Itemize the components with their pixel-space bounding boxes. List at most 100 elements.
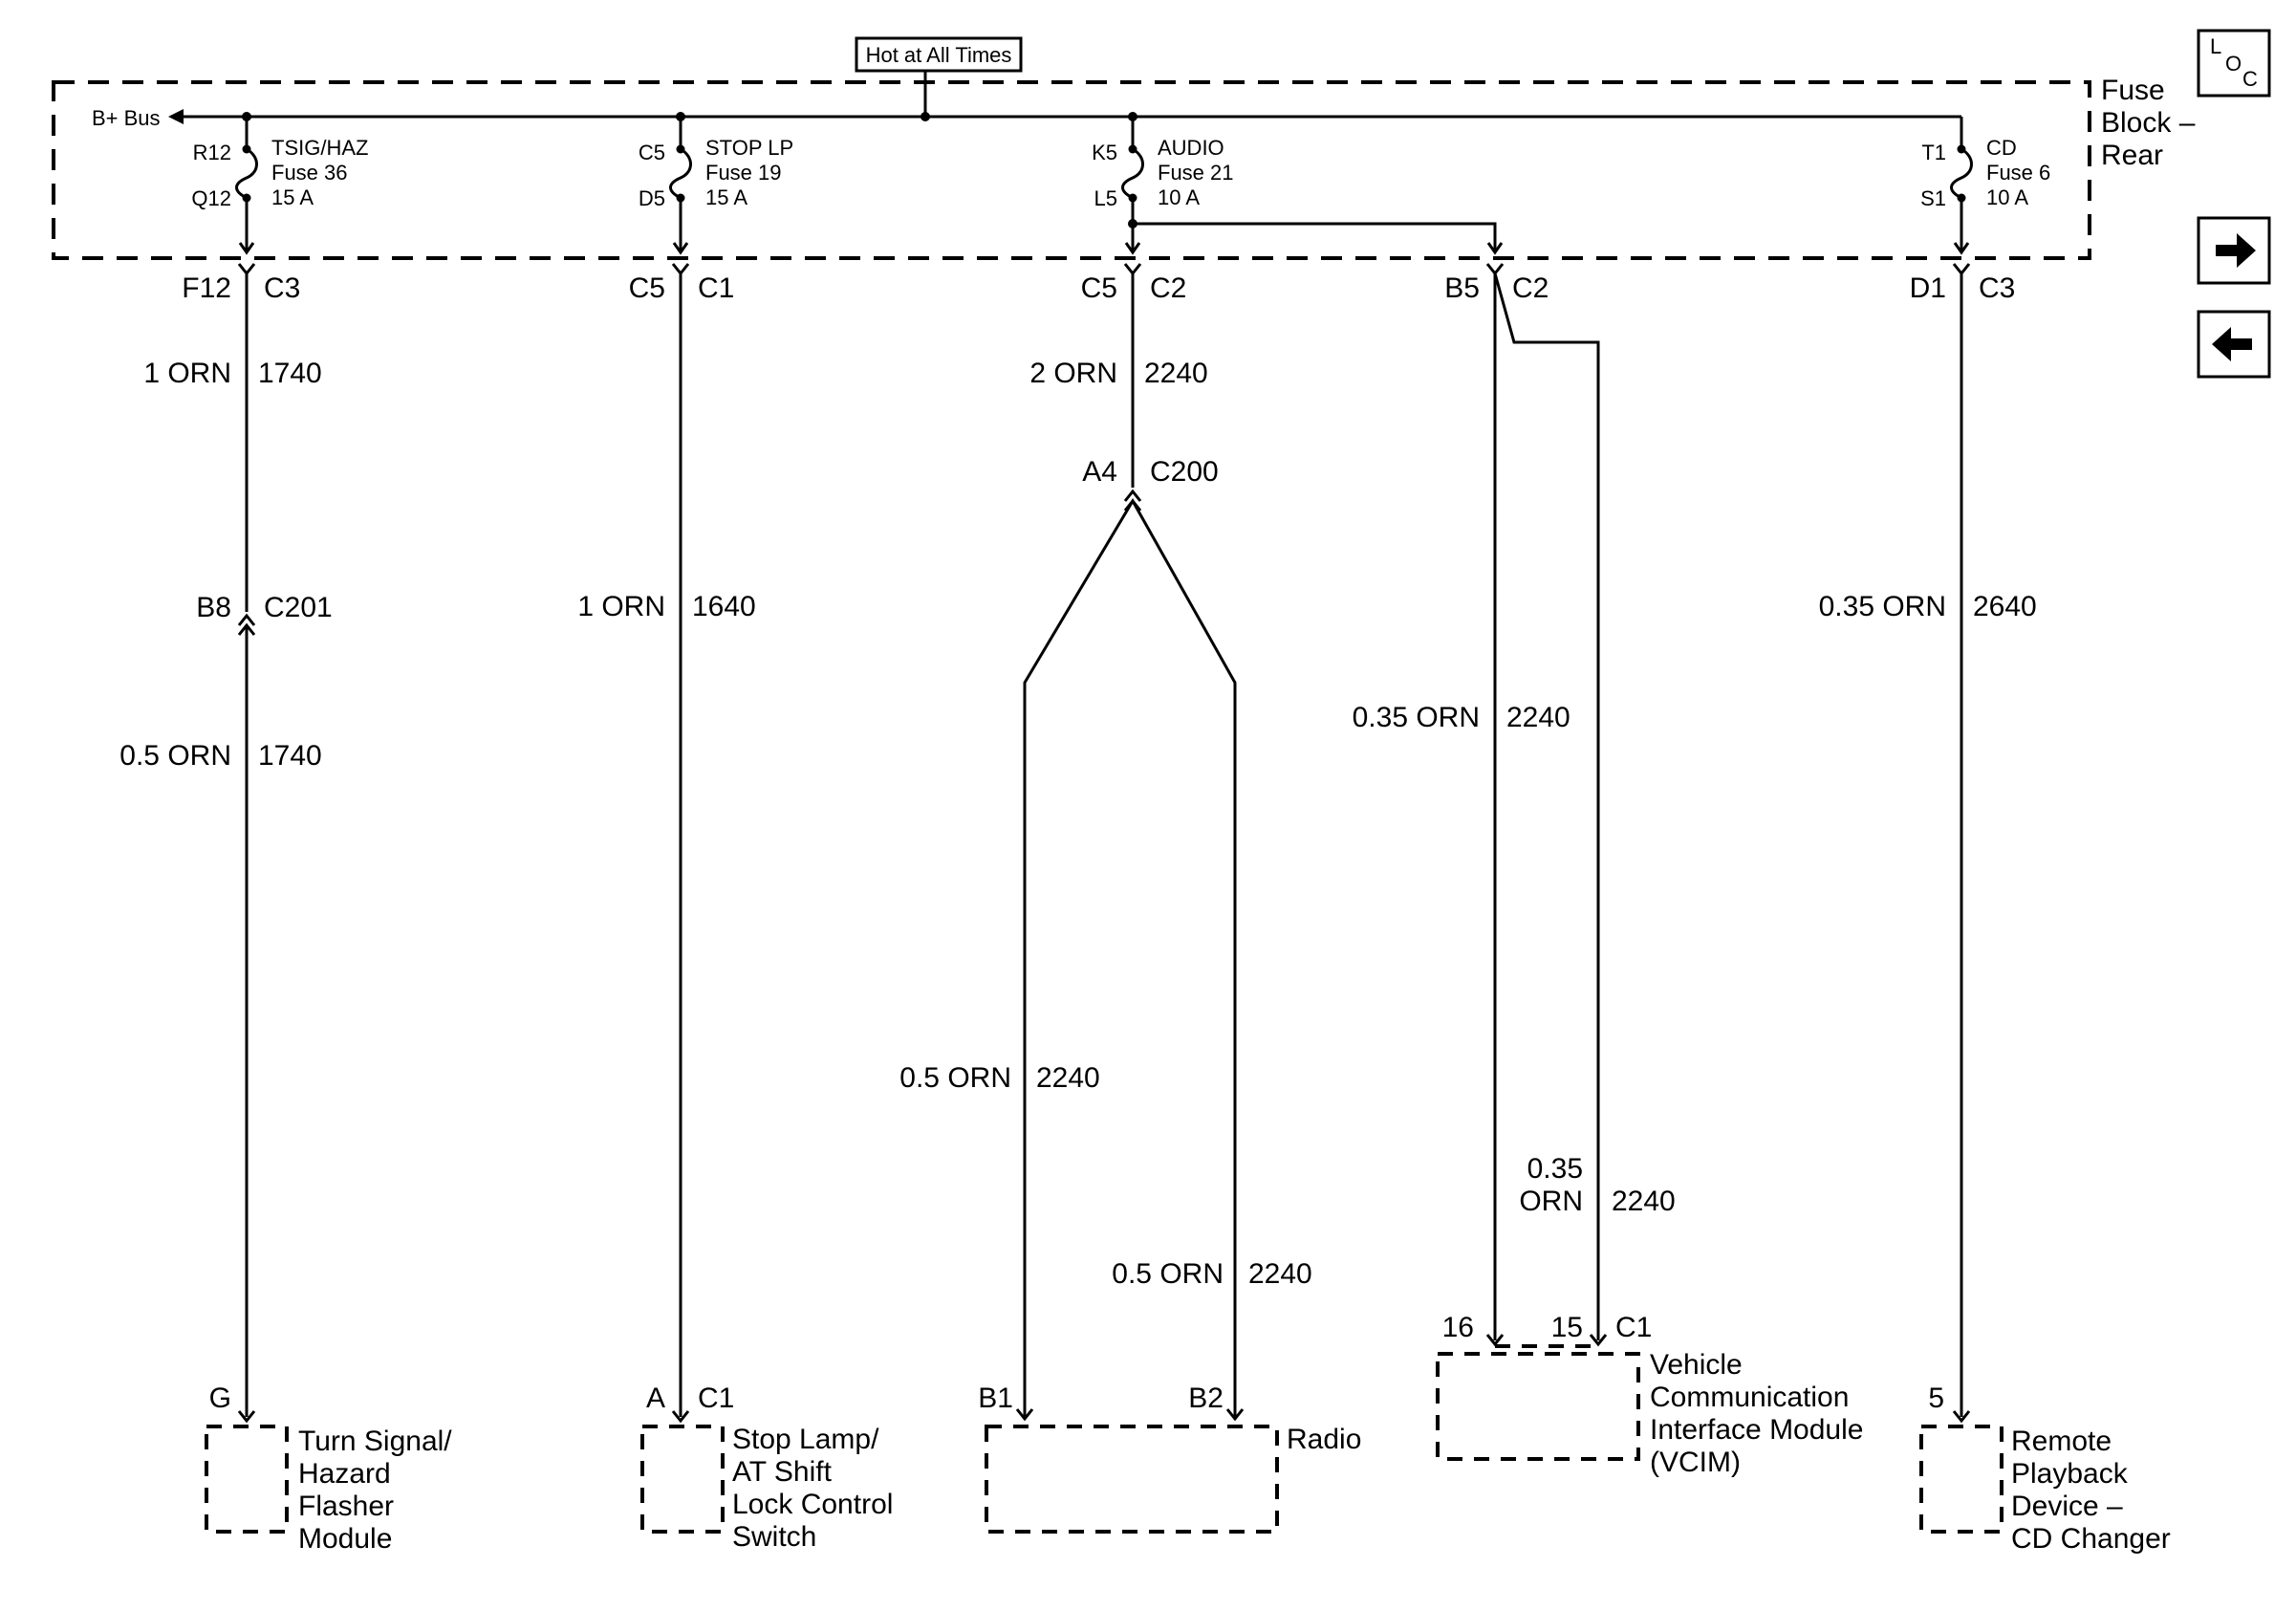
svg-text:Turn Signal/: Turn Signal/ <box>298 1426 452 1457</box>
svg-text:1740: 1740 <box>258 358 322 389</box>
hot-junction <box>921 112 930 121</box>
svg-text:D1: D1 <box>1910 272 1946 304</box>
svg-text:Q12: Q12 <box>191 186 231 210</box>
svg-text:Lock Control: Lock Control <box>732 1489 893 1520</box>
svg-text:5: 5 <box>1928 1382 1944 1414</box>
svg-text:CD: CD <box>1986 136 2017 160</box>
fuse-block-label-3: Rear <box>2101 140 2163 171</box>
svg-text:Fuse 6: Fuse 6 <box>1986 161 2050 185</box>
svg-text:Fuse 36: Fuse 36 <box>271 161 348 185</box>
circuit-2240-vcim: 0.35 ORN 2240 0.35 ORN 2240 <box>1353 272 1676 1348</box>
svg-text:1640: 1640 <box>692 591 756 622</box>
svg-text:1740: 1740 <box>258 740 322 772</box>
svg-text:1 ORN: 1 ORN <box>577 591 665 622</box>
circuit-1740: 1 ORN 1740 B8 C201 0.5 ORN 1740 <box>119 273 333 1424</box>
loc-o: O <box>2225 52 2242 76</box>
svg-text:0.5 ORN: 0.5 ORN <box>1112 1258 1224 1290</box>
svg-text:0.5 ORN: 0.5 ORN <box>119 740 231 772</box>
svg-text:0.35 ORN: 0.35 ORN <box>1353 702 1480 733</box>
turn-signal-hazard-flasher-module: G Turn Signal/ Hazard Flasher Module <box>205 1382 452 1555</box>
svg-text:10 A: 10 A <box>1158 185 1200 209</box>
svg-text:16: 16 <box>1442 1312 1474 1343</box>
svg-text:Fuse 19: Fuse 19 <box>705 161 782 185</box>
svg-text:ORN: ORN <box>1519 1186 1583 1217</box>
svg-text:S1: S1 <box>1920 186 1946 210</box>
svg-text:0.5 ORN: 0.5 ORN <box>899 1062 1011 1094</box>
svg-text:C2: C2 <box>1150 272 1186 304</box>
bus-arrow-icon <box>168 109 184 124</box>
svg-text:TSIG/HAZ: TSIG/HAZ <box>271 136 368 160</box>
svg-text:C3: C3 <box>264 272 300 304</box>
svg-text:B5: B5 <box>1444 272 1480 304</box>
svg-text:STOP LP: STOP LP <box>705 136 793 160</box>
svg-text:Remote: Remote <box>2011 1426 2112 1457</box>
svg-text:C3: C3 <box>1979 272 2015 304</box>
fuse-block-label-2: Block – <box>2101 107 2196 139</box>
circuit-2640: 0.35 ORN 2640 <box>1819 273 2037 1424</box>
svg-text:2240: 2240 <box>1144 358 1208 389</box>
svg-text:15: 15 <box>1551 1312 1583 1343</box>
bus-label: B+ Bus <box>92 106 161 130</box>
svg-text:C5: C5 <box>639 141 665 164</box>
svg-text:C5: C5 <box>629 272 665 304</box>
svg-text:(VCIM): (VCIM) <box>1650 1447 1741 1478</box>
hot-at-all-times-label: Hot at All Times <box>855 36 1023 73</box>
svg-text:Fuse 21: Fuse 21 <box>1158 161 1234 185</box>
svg-text:A4: A4 <box>1082 456 1117 488</box>
svg-text:15 A: 15 A <box>271 185 314 209</box>
circuit-2240-radio: 2 ORN 2240 A4 C200 0.5 ORN 2240 0.5 ORN … <box>899 273 1312 1422</box>
fuse-cd: T1 S1 CD Fuse 6 10 A <box>1920 117 2050 255</box>
loc-l: L <box>2210 34 2221 58</box>
svg-text:Hazard: Hazard <box>298 1458 391 1490</box>
svg-text:C1: C1 <box>1615 1312 1652 1343</box>
location-button[interactable]: L O C <box>2197 29 2271 98</box>
circuit-1640: 1 ORN 1640 <box>577 273 756 1424</box>
svg-text:F12: F12 <box>182 272 231 304</box>
svg-text:2240: 2240 <box>1506 702 1570 733</box>
vcim-module: 16 15 C1 Vehicle Communication Interface… <box>1436 1312 1863 1478</box>
svg-text:B1: B1 <box>978 1382 1013 1414</box>
svg-text:B8: B8 <box>196 592 231 623</box>
forward-button[interactable] <box>2197 216 2271 285</box>
fuse-stop-lp: C5 D5 STOP LP Fuse 19 15 A <box>639 112 793 255</box>
right-arrow-icon <box>2216 233 2256 268</box>
svg-text:C201: C201 <box>264 592 333 623</box>
fuse-audio: K5 L5 AUDIO Fuse 21 10 A <box>1092 112 1504 255</box>
svg-text:2640: 2640 <box>1973 591 2037 622</box>
svg-text:Stop Lamp/: Stop Lamp/ <box>732 1424 879 1455</box>
svg-text:C200: C200 <box>1150 456 1219 488</box>
svg-text:C2: C2 <box>1512 272 1549 304</box>
svg-text:Vehicle: Vehicle <box>1650 1349 1743 1381</box>
svg-text:15 A: 15 A <box>705 185 747 209</box>
svg-text:0.35 ORN: 0.35 ORN <box>1819 591 1946 622</box>
svg-text:C5: C5 <box>1081 272 1117 304</box>
svg-text:1 ORN: 1 ORN <box>143 358 231 389</box>
radio-module: B1 B2 Radio <box>978 1382 1361 1534</box>
svg-text:0.35: 0.35 <box>1527 1153 1583 1185</box>
fuse-block-connectors: F12 C3 C5 C1 C5 C2 B5 C2 D1 C3 <box>182 263 2015 304</box>
svg-text:10 A: 10 A <box>1986 185 2028 209</box>
svg-text:K5: K5 <box>1092 141 1117 164</box>
hot-label-text: Hot at All Times <box>866 43 1012 67</box>
svg-text:A: A <box>646 1382 665 1414</box>
fuse-tsig-haz: R12 Q12 TSIG/HAZ Fuse 36 15 A <box>191 112 368 255</box>
svg-text:Flasher: Flasher <box>298 1491 394 1522</box>
svg-text:2240: 2240 <box>1248 1258 1312 1290</box>
svg-text:AUDIO: AUDIO <box>1158 136 1224 160</box>
svg-text:T1: T1 <box>1921 141 1946 164</box>
svg-text:2240: 2240 <box>1036 1062 1100 1094</box>
svg-text:Interface Module: Interface Module <box>1650 1414 1863 1446</box>
loc-c: C <box>2242 67 2258 91</box>
svg-text:G: G <box>209 1382 231 1414</box>
svg-text:Switch: Switch <box>732 1521 816 1553</box>
svg-text:R12: R12 <box>193 141 231 164</box>
svg-text:CD Changer: CD Changer <box>2011 1523 2171 1555</box>
svg-text:C1: C1 <box>698 272 734 304</box>
left-arrow-icon <box>2212 327 2252 361</box>
svg-text:Radio: Radio <box>1287 1424 1361 1455</box>
svg-text:Device –: Device – <box>2011 1491 2123 1522</box>
svg-text:2240: 2240 <box>1612 1186 1676 1217</box>
back-button[interactable] <box>2197 310 2271 379</box>
fuse-block-outline <box>52 80 2091 260</box>
